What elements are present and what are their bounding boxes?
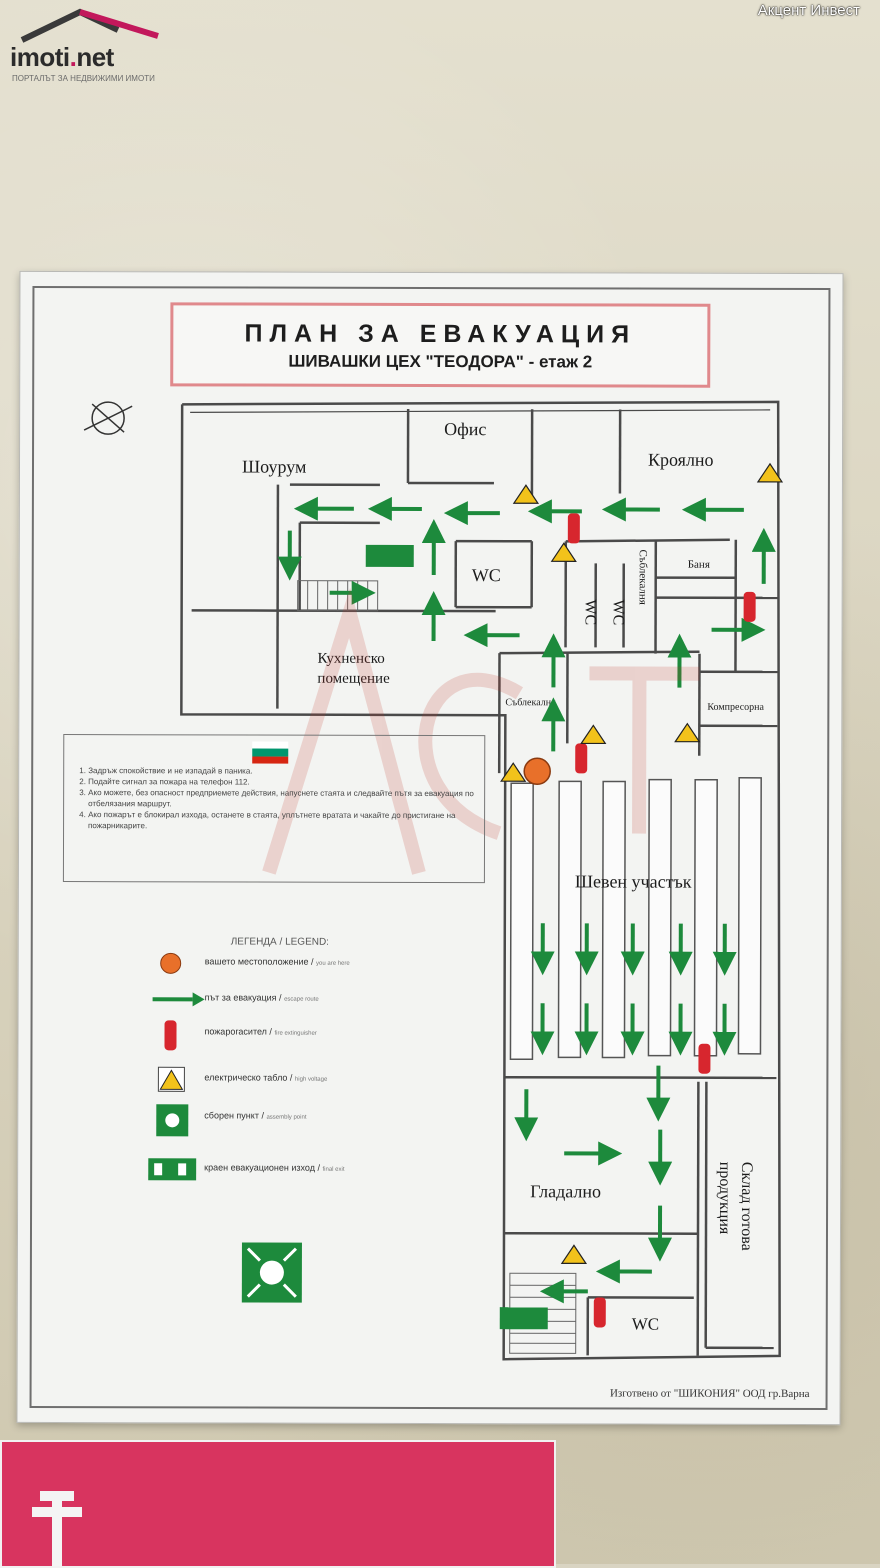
fire-hydrant-sign [0,1440,556,1568]
room-label-office: Офис [444,419,486,439]
instruction-item: Ако пожарът е блокирал изхода, останете … [88,809,478,832]
staircase-top [298,581,378,611]
legend-item-final-exit: краен евакуационен изход / final exit [148,1154,202,1184]
legend-item-location: вашето местоположение / you are here [149,948,199,978]
electric-panel-icon [562,1245,586,1263]
final-exit-icon [500,1307,548,1329]
legend-item-electric: електрическо табло / high voltage [148,1064,198,1094]
electric-panel-icon [675,724,699,742]
room-label-sewing: Шевен участък [575,871,692,891]
fire-extinguisher-icon [698,1044,710,1074]
room-label-storage-2: продукция [716,1162,733,1235]
room-label-ironing: Гладално [530,1181,601,1201]
sign-maker-credit: Изготвено от "ШИКОНИЯ" ООД гр.Варна [610,1387,810,1400]
compass-icon [84,402,132,434]
site-tagline: ПОРТАЛЪТ ЗА НЕДВИЖИМИ ИМОТИ [12,74,155,83]
room-label-storage-1: Склад готова [738,1162,755,1251]
legend-label: вашето местоположение / you are here [205,956,350,966]
room-label-bath: Баня [688,559,710,571]
final-exit-icon [366,545,414,567]
evacuation-plan-sign: ПЛАН ЗА ЕВАКУАЦИЯ ШИВАШКИ ЦЕХ "ТЕОДОРА" … [16,271,843,1425]
electric-panel-icon [148,1064,198,1094]
electric-panel-icon [514,485,538,503]
fire-extinguisher-icon [575,743,587,773]
fire-extinguisher-icon [568,513,580,543]
assembly-point-icon [148,1102,198,1138]
assembly-point-icon [242,1243,302,1303]
evacuation-arrow-icon [149,984,209,1014]
room-label-compressor: Компресорна [707,702,764,713]
fire-extinguisher-icon [744,592,756,622]
legend-item-extinguisher: пожарогасител / fire extinguisher [148,1018,198,1048]
room-label-changing-1: Съблекалня [637,550,649,605]
room-label-wc-1: WC [472,565,501,585]
location-dot-icon [149,948,199,978]
legend-label: сборен пункт / assembly point [204,1110,306,1120]
fire-extinguisher-icon [148,1018,198,1052]
instruction-item: Ако можете, без опасност предприемете де… [88,787,478,810]
electric-panel-icon [552,543,576,561]
site-watermark: imoti.net ПОРТАЛЪТ ЗА НЕДВИЖИМИ ИМОТИ [8,8,168,53]
room-label-showroom: Шоурум [242,457,306,477]
legend-item-assembly: сборен пункт / assembly point [148,1102,198,1132]
photo-credit: Акцент Инвест [758,2,860,19]
you-are-here-marker [524,758,550,784]
legend-title: ЛЕГЕНДА / LEGEND: [231,936,329,947]
legend-label: електрическо табло / high voltage [204,1072,327,1082]
legend-label: пожарогасител / fire extinguisher [205,1026,317,1036]
room-label-wc-4: WC [632,1315,659,1334]
fire-extinguisher-icon [594,1297,606,1327]
legend-label: краен евакуационен изход / final exit [204,1162,344,1172]
room-label-changing-2: Съблекалня [505,697,556,708]
room-label-wc-3: WC [610,599,627,625]
room-label-cutting: Кроялно [648,450,714,470]
site-logo: imoti.net [10,42,114,73]
water-tap-icon [22,1482,92,1566]
legend-item-route: път за евакуация / escape route [149,984,209,1014]
legend-label: път за евакуация / escape route [205,992,319,1002]
instructions-list: Задръж спокойствие и не изпадай в паника… [70,765,478,832]
room-label-wc-2: WC [582,599,599,625]
safety-instructions: Задръж спокойствие и не изпадай в паника… [63,734,485,883]
final-exit-icon [148,1154,202,1184]
bulgarian-flag-icon [252,742,288,764]
electric-panel-icon [581,725,605,743]
